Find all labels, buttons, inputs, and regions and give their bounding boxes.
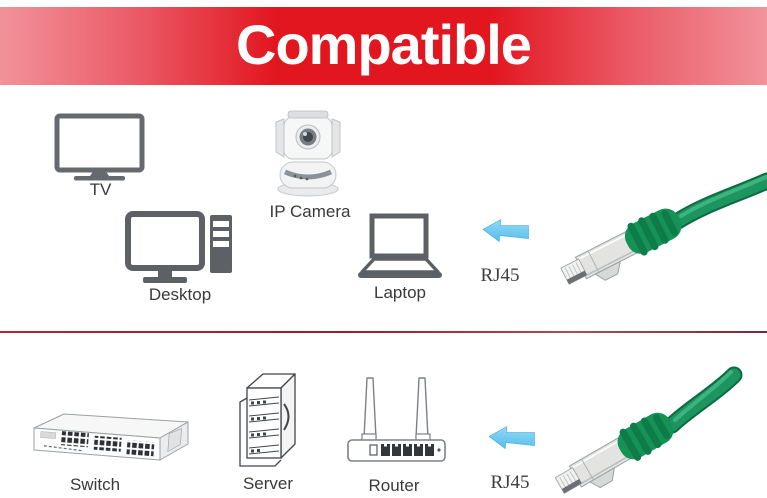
router-icon [347,377,446,462]
device-label-laptop: Laptop [374,283,426,302]
device-label-router: Router [368,476,420,495]
green-ethernet-cable-icon [560,172,767,285]
left-arrow-icon [488,425,535,450]
device-label-tv: TV [89,180,112,199]
device-label-ip-camera: IP Camera [269,202,351,221]
desktop-icon [125,211,232,283]
rj45-label-bottom: RJ45 [490,472,530,493]
switch-icon [33,413,189,461]
device-label-desktop: Desktop [148,285,212,304]
left-arrow-icon [482,218,529,243]
server-icon [239,373,296,467]
section-divider [0,331,767,333]
device-label-server: Server [242,474,294,493]
banner: Compatible [0,7,767,85]
page-title: Compatible [236,12,532,76]
laptop-icon [358,213,442,278]
ip-camera-icon [275,110,341,197]
green-ethernet-cable-icon [554,366,743,494]
rj45-label-top: RJ45 [480,265,520,286]
tv-icon [54,113,145,181]
device-label-switch: Switch [69,475,121,494]
